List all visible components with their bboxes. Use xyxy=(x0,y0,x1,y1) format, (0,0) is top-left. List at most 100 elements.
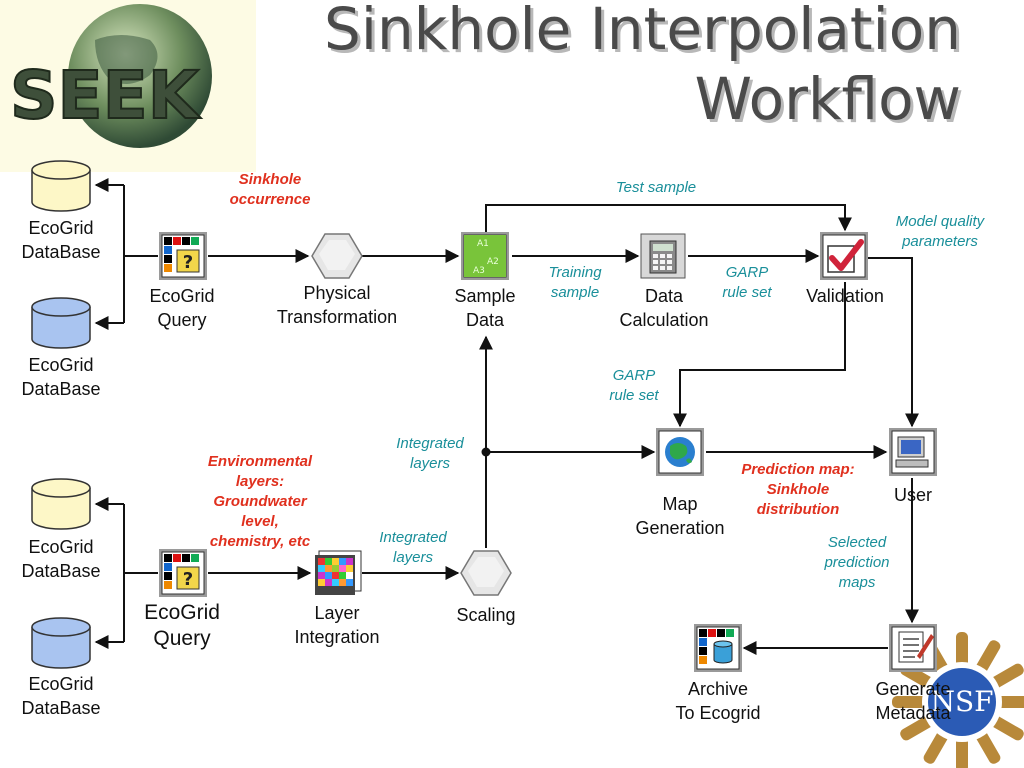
annotation-text: layers: xyxy=(236,473,284,490)
database-label: EcoGrid xyxy=(28,674,93,694)
annotation-text: Training xyxy=(548,264,602,281)
annotation-model-quality: Model quality parameters xyxy=(896,213,986,250)
database-3: EcoGrid DataBase xyxy=(21,478,101,581)
annotation-test-sample: Test sample xyxy=(616,179,696,196)
page-title: Sinkhole Interpolation Workflow Sinkhole… xyxy=(324,0,964,136)
node-label: Scaling xyxy=(456,605,515,625)
seek-logo: SEEK xyxy=(0,0,256,172)
database-label: DataBase xyxy=(21,561,100,581)
annotation-text: Prediction map: xyxy=(741,461,854,478)
annotation-text: parameters xyxy=(901,233,978,250)
node-label: User xyxy=(894,485,932,505)
node-label: Integration xyxy=(294,627,379,647)
arrow-validation-mapgen xyxy=(673,282,846,428)
hexagon-icon xyxy=(311,233,363,279)
annotation-text: Selected xyxy=(828,534,887,551)
annotation-text: Test sample xyxy=(616,179,696,196)
globe-map-icon xyxy=(655,427,705,477)
annotation-text: Integrated xyxy=(379,529,447,546)
node-scaling: Scaling xyxy=(456,550,516,625)
annotation-training-sample: Training sample xyxy=(548,264,602,301)
calculator-icon xyxy=(640,233,686,279)
node-label: Generate xyxy=(875,679,950,699)
annotation-text: Model quality xyxy=(896,213,986,230)
node-label: Query xyxy=(153,627,211,650)
node-label: Data xyxy=(466,310,505,330)
annotation-text: Integrated xyxy=(396,435,464,452)
annotation-text: layers xyxy=(410,455,451,472)
node-layer-integration: Layer Integration xyxy=(294,550,380,647)
node-label: Layer xyxy=(314,603,359,623)
node-label: EcoGrid xyxy=(149,286,214,306)
annotation-text: Environmental xyxy=(208,453,313,470)
annotation-text: Sinkhole xyxy=(767,481,830,498)
node-archive: Archive To Ecogrid xyxy=(675,623,761,723)
annotation-selected-prediction-maps: Selected prediction maps xyxy=(823,534,889,591)
query-icon: ? xyxy=(158,548,208,598)
node-ecogrid-query-1: ? EcoGrid Query xyxy=(149,231,215,330)
node-user: User xyxy=(888,427,938,505)
annotation-prediction-map: Prediction map: Sinkhole distribution xyxy=(741,461,854,518)
metadata-document-icon xyxy=(888,623,938,673)
node-label: EcoGrid xyxy=(144,601,220,624)
layers-icon xyxy=(315,550,362,595)
annotation-text: level, xyxy=(241,513,279,530)
annotation-text: GARP xyxy=(726,264,769,281)
node-ecogrid-query-2: ? EcoGrid Query xyxy=(144,548,220,650)
node-label: Data xyxy=(645,286,684,306)
computer-icon xyxy=(888,427,938,477)
title-line2: Workflow xyxy=(695,65,961,133)
node-label: Physical xyxy=(303,283,370,303)
node-generate-metadata: Generate Metadata xyxy=(875,623,952,723)
arrow-validation-user xyxy=(868,257,919,428)
annotation-text: Sinkhole xyxy=(239,171,302,188)
node-label: Map xyxy=(662,494,697,514)
node-label: Validation xyxy=(806,286,884,306)
node-label: Query xyxy=(157,310,206,330)
junction-dot xyxy=(481,447,491,457)
query-icon: ? xyxy=(158,231,208,281)
title-shadow-line2: Workflow xyxy=(698,68,964,136)
annotation-text: distribution xyxy=(757,501,840,518)
database-label: DataBase xyxy=(21,379,100,399)
database-4: EcoGrid DataBase xyxy=(21,617,101,718)
annotation-garp-rule-set-2: GARP rule set xyxy=(609,367,659,404)
node-label: Generation xyxy=(635,518,724,538)
database-label: EcoGrid xyxy=(28,537,93,557)
database-label: DataBase xyxy=(21,698,100,718)
node-label: To Ecogrid xyxy=(675,703,760,723)
annotation-text: rule set xyxy=(609,387,659,404)
sample-map-icon: A1 A2 A3 xyxy=(460,231,510,281)
annotation-environmental-layers: Environmental layers: Groundwater level,… xyxy=(208,453,313,550)
annotation-text: prediction xyxy=(823,554,889,571)
database-label: DataBase xyxy=(21,242,100,262)
annotation-text: maps xyxy=(839,574,876,591)
annotation-sinkhole-occurrence: Sinkhole occurrence xyxy=(230,171,311,208)
sample-point-label: A3 xyxy=(473,266,485,276)
sample-point-label: A2 xyxy=(487,257,499,267)
node-label: Sample xyxy=(454,286,515,306)
svg-text:?: ? xyxy=(183,569,193,590)
title-shadow-line1: Sinkhole Interpolation xyxy=(327,0,964,66)
database-2: EcoGrid DataBase xyxy=(21,297,101,399)
svg-text:?: ? xyxy=(183,252,193,273)
annotation-text: Groundwater xyxy=(213,493,308,510)
node-label: Metadata xyxy=(875,703,951,723)
seek-logo-text: SEEK xyxy=(10,57,202,134)
checkmark-icon xyxy=(819,231,869,281)
database-label: EcoGrid xyxy=(28,218,93,238)
annotation-text: chemistry, etc xyxy=(210,533,311,550)
node-label: Calculation xyxy=(619,310,708,330)
annotation-text: layers xyxy=(393,549,434,566)
annotation-integrated-layers-1: Integrated layers xyxy=(396,435,464,472)
title-line1: Sinkhole Interpolation xyxy=(324,0,961,63)
annotation-text: rule set xyxy=(722,284,772,301)
node-sample-data: A1 A2 A3 Sample Data xyxy=(454,231,516,330)
annotation-text: occurrence xyxy=(230,191,311,208)
node-data-calculation: Data Calculation xyxy=(619,233,709,330)
node-label: Transformation xyxy=(277,307,397,327)
sample-point-label: A1 xyxy=(477,239,489,249)
arrow-test-sample xyxy=(485,204,852,232)
annotation-text: GARP xyxy=(613,367,656,384)
connectors xyxy=(94,178,919,655)
